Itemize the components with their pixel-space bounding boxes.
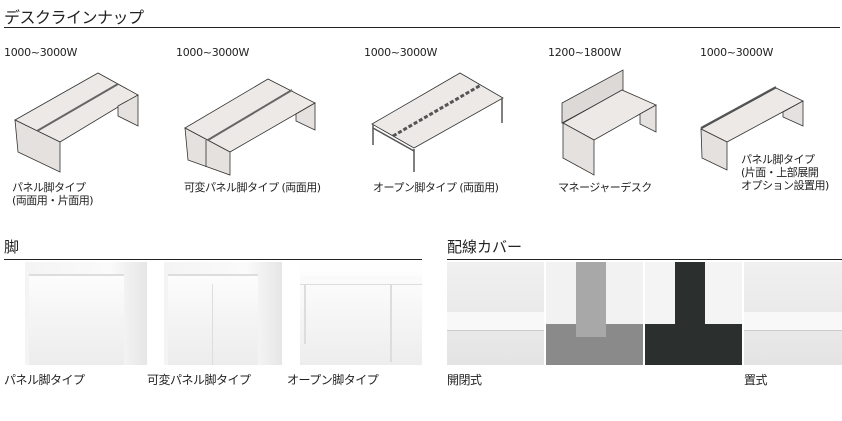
desk-open-leg: [371, 72, 504, 172]
desk-width-1: 1000~3000W: [4, 46, 78, 59]
desk-illustrations: [14, 69, 804, 176]
wiring-photo-gray: [546, 262, 643, 365]
leg-photo-panel: [25, 262, 147, 365]
desk-panel-leg: [14, 72, 139, 173]
desk-caption-2: 可変パネル脚タイプ (両面用): [184, 181, 321, 194]
leg-caption-panel: パネル脚タイプ: [4, 373, 85, 387]
desk-width-5: 1000~3000W: [700, 46, 774, 59]
desk-manager: [561, 69, 657, 176]
wiring-caption-placed: 置式: [744, 373, 768, 387]
desk-panel-leg-single: [700, 86, 804, 171]
desk-caption-3: オープン脚タイプ (両面用): [373, 181, 499, 194]
caption-line: (片面・上部展開: [741, 166, 819, 179]
desk-width-2: 1000~3000W: [176, 46, 250, 59]
desk-caption-5: パネル脚タイプ (片面・上部展開 オプション設置用): [741, 153, 829, 192]
caption-line: (両面用・片面用): [12, 194, 94, 207]
desk-caption-4: マネージャーデスク: [558, 181, 652, 194]
wiring-caption-open-close: 開閉式: [447, 373, 482, 387]
caption-line: パネル脚タイプ: [12, 181, 86, 194]
wiring-photo-placed: [744, 262, 842, 365]
leg-caption-variable-panel: 可変パネル脚タイプ: [147, 373, 251, 387]
wiring-photo-open-close: [447, 262, 544, 365]
desk-width-4: 1200~1800W: [548, 46, 622, 59]
desk-variable-panel-leg: [184, 78, 316, 176]
wiring-divider: [447, 259, 842, 260]
desk-width-3: 1000~3000W: [364, 46, 438, 59]
page-title: デスクラインナップ: [4, 8, 144, 27]
leg-caption-open: オープン脚タイプ: [287, 373, 379, 387]
leg-photo-open: [300, 262, 422, 365]
wiring-title: 配線カバー: [447, 238, 523, 256]
title-divider: [4, 27, 840, 28]
legs-title: 脚: [4, 238, 20, 256]
wiring-photo-black: [645, 262, 742, 365]
desk-caption-1: パネル脚タイプ (両面用・片面用): [12, 181, 94, 207]
leg-photo-variable-panel: [164, 262, 282, 365]
legs-divider: [4, 259, 422, 260]
caption-line: オプション設置用): [741, 179, 829, 192]
caption-line: パネル脚タイプ: [741, 153, 815, 166]
